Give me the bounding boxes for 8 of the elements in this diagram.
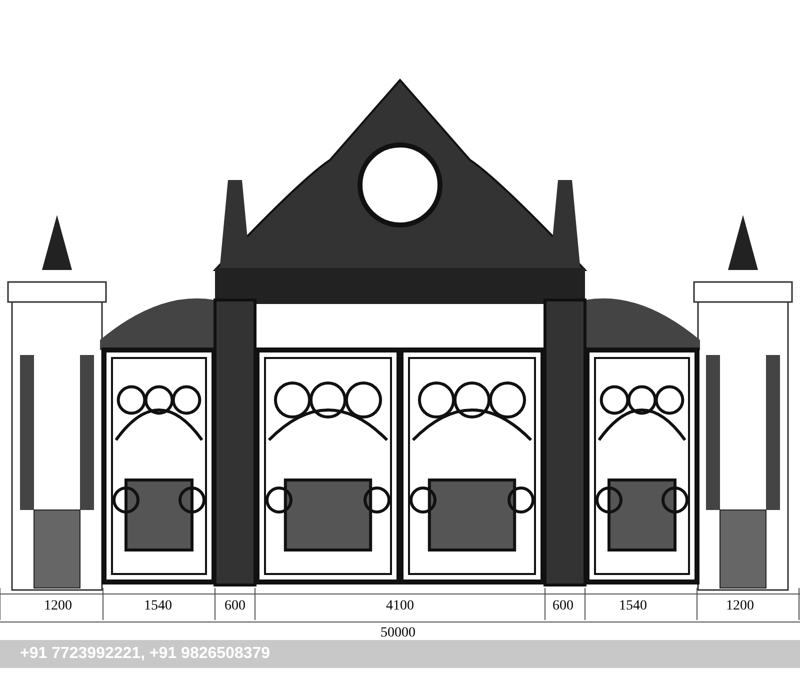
dimension-label: 1540 — [619, 598, 647, 616]
dimension-label: 600 — [224, 598, 246, 616]
dimension-label: 1540 — [144, 598, 172, 616]
dimension-label: 600 — [552, 598, 574, 616]
dimension-label: 1200 — [44, 598, 72, 616]
dimension-label: 1200 — [726, 598, 754, 616]
dimension-label: 50000 — [380, 624, 416, 642]
dimension-label: 4100 — [386, 598, 414, 616]
